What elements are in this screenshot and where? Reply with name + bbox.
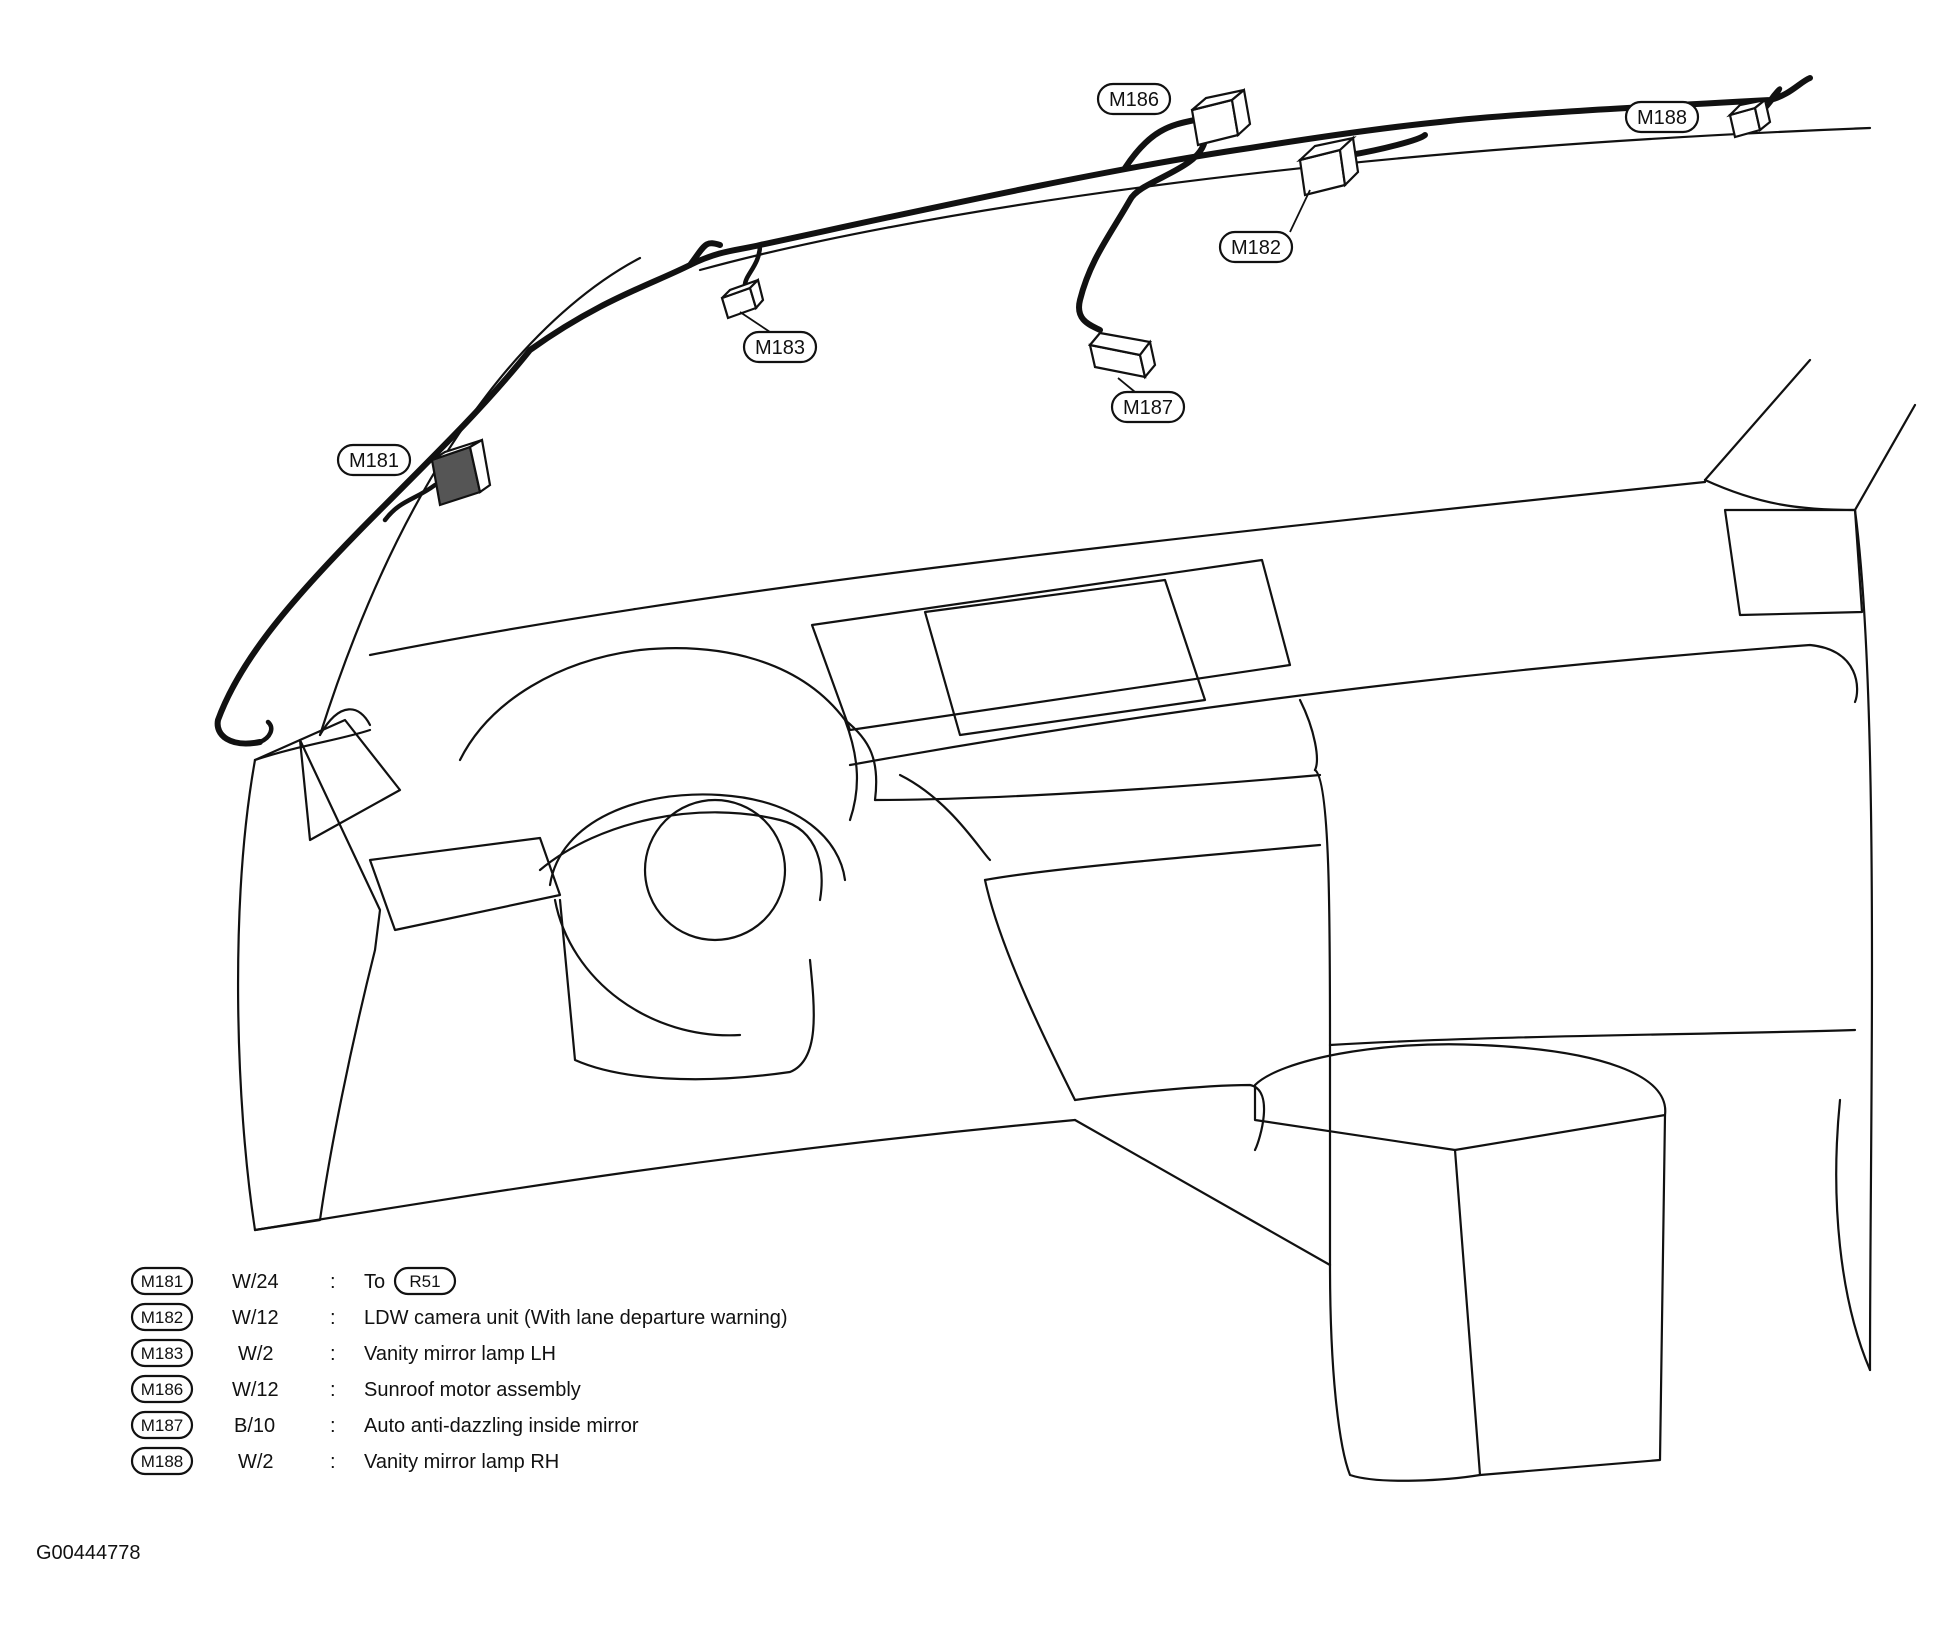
legend-id: M183: [141, 1344, 184, 1363]
legend-separator: :: [330, 1451, 336, 1473]
callout-m188-label: M188: [1637, 107, 1687, 129]
callout-m183: M183: [739, 311, 818, 364]
legend-desc: LDW camera unit (With lane departure war…: [364, 1307, 788, 1329]
connector-m187[interactable]: [1087, 331, 1157, 380]
connector-m183[interactable]: [720, 277, 765, 320]
legend-separator: :: [330, 1307, 336, 1329]
legend-desc: Vanity mirror lamp LH: [364, 1343, 556, 1365]
legend-row: M181 W/24 : To R51: [130, 1266, 457, 1296]
legend-color-pins: W/2: [238, 1343, 274, 1365]
callout-m186-label: M186: [1109, 89, 1159, 111]
legend-color-pins: W/12: [232, 1379, 279, 1401]
legend-id: M188: [141, 1452, 184, 1471]
legend-id: M186: [141, 1380, 184, 1399]
legend-row: M183 W/2 : Vanity mirror lamp LH: [130, 1338, 556, 1368]
legend: M181 W/24 : To R51 M182 W/12 : LDW camer…: [130, 1266, 788, 1476]
figure-id: G00444778: [36, 1542, 141, 1564]
legend-separator: :: [330, 1415, 336, 1437]
legend-desc: Auto anti-dazzling inside mirror: [364, 1415, 639, 1437]
connector-m181[interactable]: [430, 438, 492, 507]
legend-id: M181: [141, 1272, 184, 1291]
connector-m186[interactable]: [1190, 87, 1252, 147]
callout-m187-label: M187: [1123, 397, 1173, 419]
legend-separator: :: [330, 1271, 336, 1293]
legend-desc-prefix: To: [364, 1271, 385, 1293]
legend-color-pins: W/24: [232, 1271, 279, 1293]
callout-m182: M182: [1218, 189, 1311, 264]
legend-desc: Sunroof motor assembly: [364, 1379, 581, 1401]
callout-m182-label: M182: [1231, 237, 1281, 259]
legend-desc: Vanity mirror lamp RH: [364, 1451, 559, 1473]
vehicle-outline: [236, 126, 1917, 1482]
legend-ref: R51: [409, 1272, 440, 1291]
legend-row: M187 B/10 : Auto anti-dazzling inside mi…: [130, 1410, 639, 1440]
callout-m181-label: M181: [349, 450, 399, 472]
callout-m187: M187: [1110, 377, 1186, 424]
legend-row: M182 W/12 : LDW camera unit (With lane d…: [130, 1302, 788, 1332]
connector-m188[interactable]: [1726, 98, 1772, 139]
legend-id: M187: [141, 1416, 184, 1435]
legend-row: M186 W/12 : Sunroof motor assembly: [130, 1374, 581, 1404]
legend-separator: :: [330, 1343, 336, 1365]
callout-m183-label: M183: [755, 337, 805, 359]
callout-m181: M181: [336, 443, 412, 477]
roof-harness: [214, 75, 1813, 747]
legend-color-pins: B/10: [234, 1415, 275, 1437]
callout-m186: M186: [1096, 82, 1172, 116]
callout-m188: M188: [1624, 100, 1700, 134]
legend-color-pins: W/2: [238, 1451, 274, 1473]
connector-m182[interactable]: [1296, 135, 1360, 197]
legend-color-pins: W/12: [232, 1307, 279, 1329]
legend-separator: :: [330, 1379, 336, 1401]
legend-id: M182: [141, 1308, 184, 1327]
legend-row: M188 W/2 : Vanity mirror lamp RH: [130, 1446, 559, 1476]
